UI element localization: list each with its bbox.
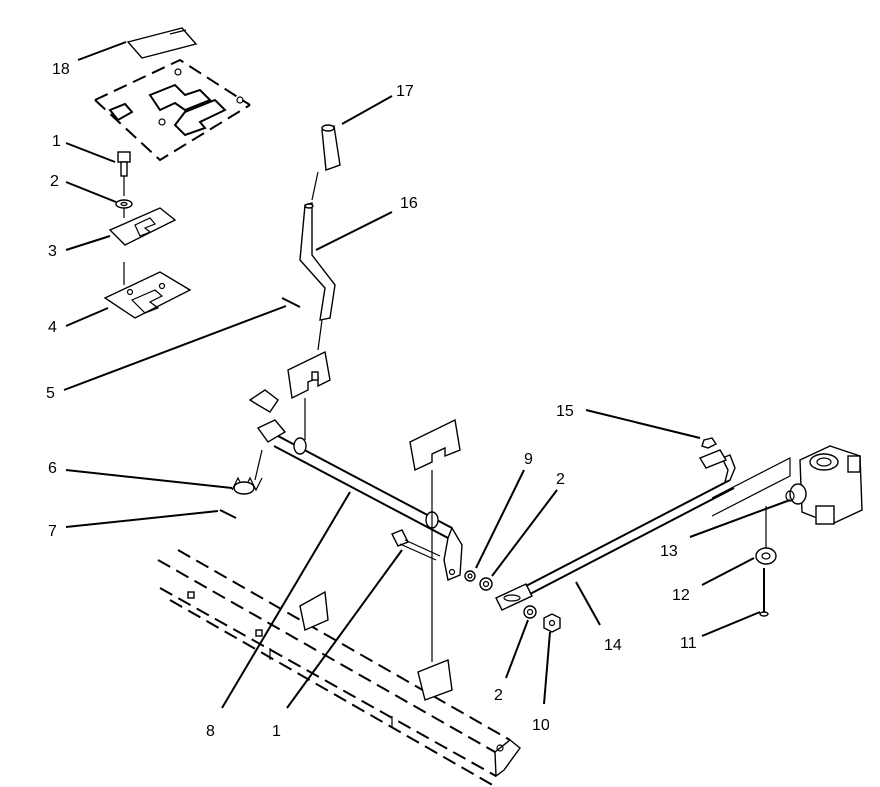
callout-16: 16 (400, 195, 418, 212)
callout-9: 9 (524, 451, 533, 468)
part-1-bolt-mid (391, 529, 441, 561)
callout-6: 6 (48, 460, 57, 477)
callout-8: 8 (206, 723, 215, 740)
callout-18: 18 (52, 61, 70, 78)
callout-1-top: 1 (52, 133, 61, 150)
part-16-shift-lever (299, 202, 336, 351)
lever-bracket (248, 350, 331, 443)
part-4-plate (103, 262, 192, 319)
callout-2-top: 2 (50, 173, 59, 190)
callout-7: 7 (48, 523, 57, 540)
callout-12: 12 (672, 587, 690, 604)
callout-15: 15 (556, 403, 574, 420)
part-17-knob (311, 124, 341, 201)
part-5-pin (281, 297, 301, 308)
part-2-washer-low (523, 605, 537, 619)
part-1-bolt-top (117, 151, 131, 196)
part-12-bushing (755, 506, 777, 565)
part-11-bolt (759, 568, 769, 617)
frame-rail (157, 549, 521, 787)
transmission-housing (711, 445, 863, 525)
part-8-shift-rod (273, 435, 463, 581)
callout-13: 13 (660, 543, 678, 560)
callout-11: 11 (680, 635, 697, 652)
callouts: 18 1 2 3 4 5 6 7 17 16 8 1 9 2 2 10 14 1… (46, 61, 697, 740)
leader-lines (63, 41, 791, 709)
callout-14: 14 (604, 637, 622, 654)
callout-10: 10 (532, 717, 550, 734)
callout-2-low: 2 (494, 687, 503, 704)
part-9-spacer (464, 570, 476, 582)
part-2-washer-mid (479, 577, 493, 591)
callout-4: 4 (48, 319, 57, 336)
part-14-link-rod (495, 449, 736, 611)
part-7-pin (219, 509, 237, 519)
part-3-plate (108, 207, 177, 246)
part-15-nut (701, 437, 718, 449)
part-18-decal (126, 27, 198, 59)
mid-bracket (409, 418, 461, 662)
callout-3: 3 (48, 243, 57, 260)
shift-plate-top (94, 58, 251, 162)
part-6-spring (231, 449, 263, 495)
callout-1-mid: 1 (272, 723, 281, 740)
part-10-nut (543, 613, 561, 633)
callout-5: 5 (46, 385, 55, 402)
callout-2-mid: 2 (556, 471, 565, 488)
part-2-washer-top (115, 199, 133, 218)
callout-17: 17 (396, 83, 414, 100)
